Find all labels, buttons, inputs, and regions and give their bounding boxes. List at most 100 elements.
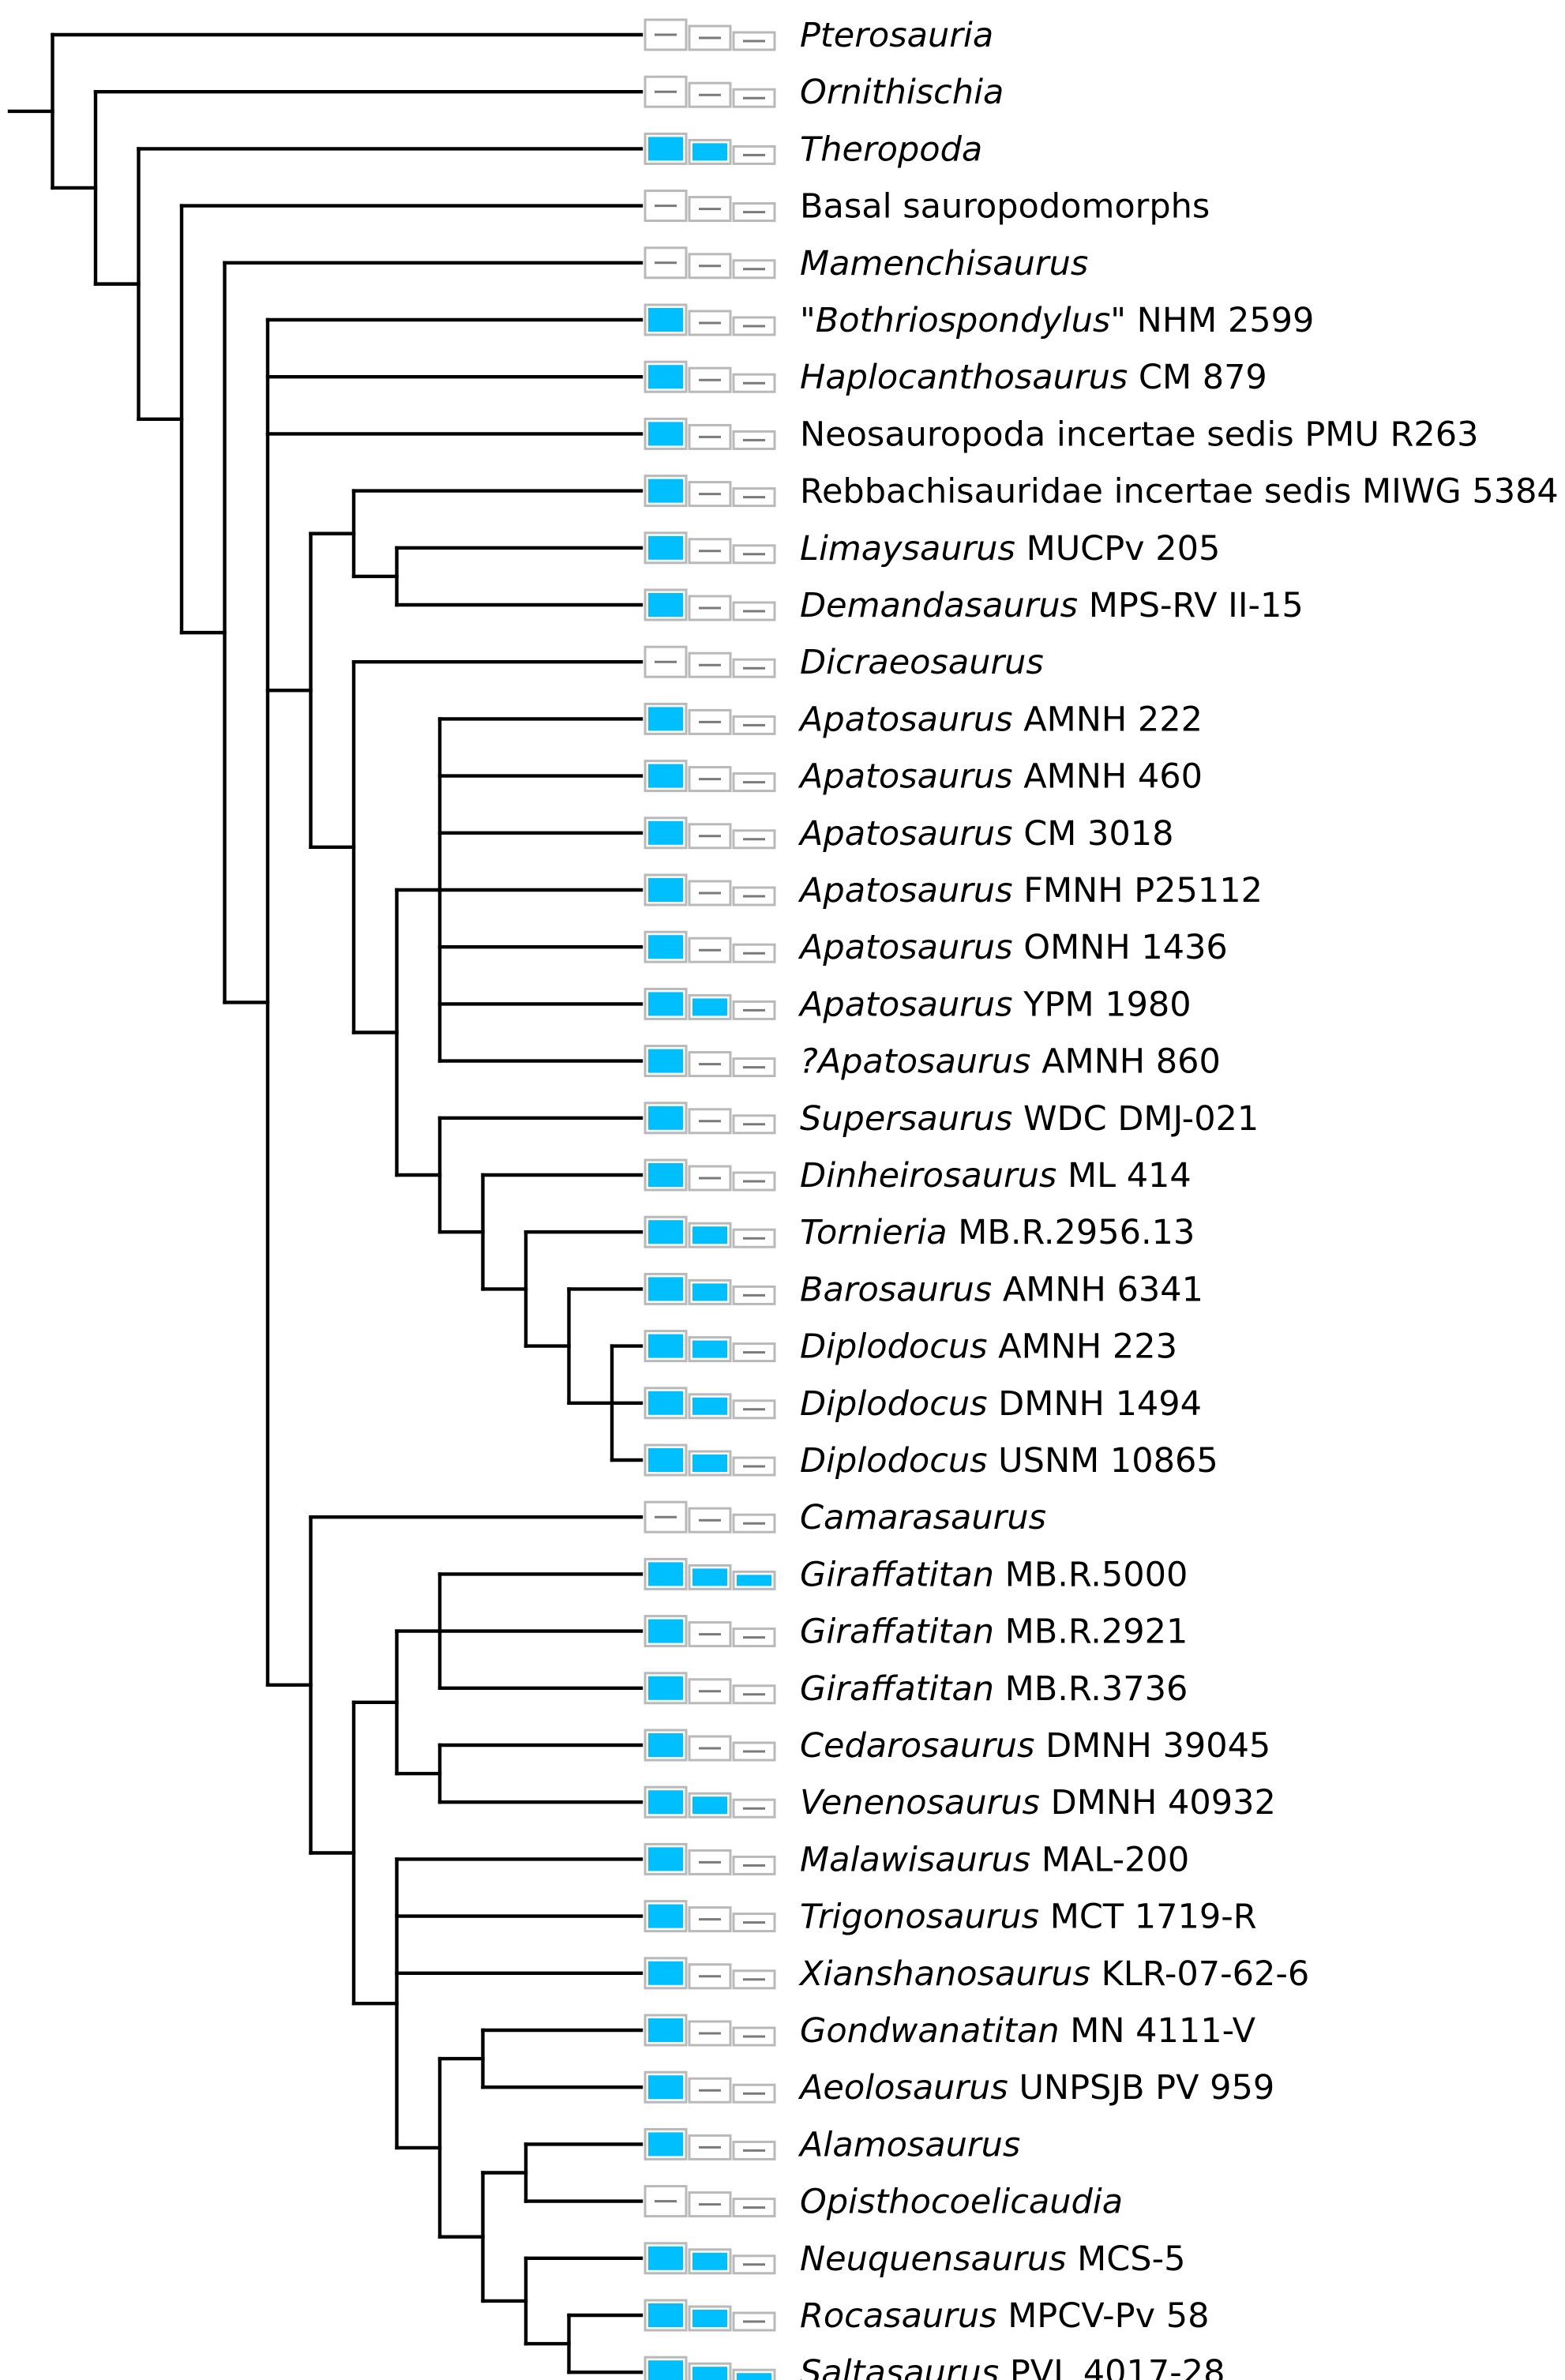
taxon-genus: Diplodocus <box>800 1384 988 1424</box>
taxon-genus: Ornithischia <box>800 73 1004 112</box>
state-box-2 <box>688 24 732 51</box>
taxon-specimen: AMNH 460 <box>1013 757 1203 797</box>
state-box-3 <box>732 1171 776 1192</box>
state-box-2 <box>688 1108 732 1135</box>
taxon-specimen: FMNH P25112 <box>1013 871 1263 910</box>
taxon-specimen: MAL-200 <box>1030 1840 1189 1879</box>
taxon-genus: Apatosaurus <box>798 871 1013 910</box>
taxon-genus: Saltasaurus <box>800 2353 999 2380</box>
taxon-specimen: AMNH 6341 <box>992 1270 1203 1309</box>
taxon-label-trigonosaurus: Trigonosaurus MCT 1719-R <box>800 1898 1257 1937</box>
state-box-2 <box>688 2248 732 2275</box>
state-box-2 <box>688 993 732 1020</box>
state-box-3 <box>732 373 776 393</box>
state-box-2 <box>688 2362 732 2380</box>
taxon-label-alamosaurus: Alamosaurus <box>798 2125 1020 2164</box>
state-box-3 <box>732 1684 776 1705</box>
state-box-3 <box>732 1285 776 1305</box>
state-box-1 <box>644 246 688 280</box>
taxon-genus: Apatosaurus <box>798 928 1013 967</box>
taxon-genus: Apatosaurus <box>798 700 1013 739</box>
state-box-3 <box>732 487 776 508</box>
taxon-genus: Cedarosaurus <box>800 1726 1034 1766</box>
state-box-1 <box>644 1272 688 1305</box>
state-box-1 <box>644 1387 688 1420</box>
state-box-1 <box>644 1615 688 1648</box>
taxon-genus: Limaysaurus <box>800 529 1015 569</box>
state-box-3 <box>732 202 776 223</box>
state-box-3 <box>732 1513 776 1533</box>
taxon-genus: Theropoda <box>800 130 982 169</box>
state-box-1 <box>644 2356 688 2380</box>
taxon-specimen: KLR-07-62-6 <box>1090 1954 1309 1994</box>
taxon-genus: Tornieria <box>800 1213 948 1252</box>
taxon-label-aeolosaurus: Aeolosaurus UNPSJB PV 959 <box>798 2068 1274 2108</box>
state-box-2 <box>688 2305 732 2332</box>
taxon-specimen: MB.R.3736 <box>994 1669 1188 1709</box>
taxon-genus: Neuquensaurus <box>800 2239 1066 2279</box>
state-box-2 <box>688 651 732 678</box>
taxon-label-apatosaurus-omnh: Apatosaurus OMNH 1436 <box>798 928 1228 967</box>
taxon-label-xianshanosaurus: Xianshanosaurus KLR-07-62-6 <box>798 1954 1309 1994</box>
state-box-2 <box>688 1165 732 1192</box>
taxon-specimen: PVL 4017-28 <box>999 2353 1225 2380</box>
state-box-1 <box>644 475 688 508</box>
state-box-1 <box>644 1045 688 1078</box>
taxon-specimen: MN 4111-V <box>1060 2011 1256 2051</box>
state-box-2 <box>688 1278 732 1305</box>
taxon-label-giraffatitan-3736: Giraffatitan MB.R.3736 <box>800 1669 1188 1709</box>
taxon-label-apatosaurus-ypm: Apatosaurus YPM 1980 <box>798 985 1192 1024</box>
taxon-specimen: CM 3018 <box>1013 814 1174 854</box>
taxon-label-diplodocus-usnm: Diplodocus USNM 10865 <box>800 1441 1218 1481</box>
state-box-3 <box>732 2140 776 2160</box>
state-box-2 <box>688 423 732 450</box>
state-box-2 <box>688 366 732 393</box>
taxon-label-q-apatosaurus-amnh860: ?Apatosaurus AMNH 860 <box>800 1042 1221 1082</box>
taxon-specimen: OMNH 1436 <box>1013 928 1228 967</box>
state-box-3 <box>732 1228 776 1248</box>
taxon-label-opisthocoelicaudia: Opisthocoelicaudia <box>800 2183 1123 2222</box>
state-box-1 <box>644 531 688 565</box>
state-box-3 <box>732 772 776 793</box>
state-box-2 <box>688 708 732 735</box>
state-box-3 <box>732 31 776 51</box>
taxon-genus: Xianshanosaurus <box>798 1954 1090 1994</box>
state-box-2 <box>688 1792 732 1819</box>
state-box-2 <box>688 1849 732 1875</box>
state-box-1 <box>644 2070 688 2104</box>
taxon-genus: Demandasaurus <box>800 586 1078 625</box>
state-box-1 <box>644 760 688 793</box>
state-box-2 <box>688 253 732 280</box>
taxon-genus: Dicraeosaurus <box>800 643 1044 682</box>
taxon-genus: Supersaurus <box>800 1099 1012 1139</box>
state-box-2 <box>688 1678 732 1705</box>
taxon-specimen: MCT 1719-R <box>1039 1898 1257 1937</box>
taxon-label-camarasaurus: Camarasaurus <box>800 1498 1046 1537</box>
taxon-label-apatosaurus-amnh460: Apatosaurus AMNH 460 <box>798 757 1203 797</box>
state-box-2 <box>688 1564 732 1590</box>
taxon-genus: Gondwanatitan <box>800 2011 1060 2051</box>
state-box-2 <box>688 1450 732 1477</box>
taxon-genus: Apatosaurus <box>798 985 1013 1024</box>
state-box-2 <box>688 2191 732 2218</box>
state-box-3 <box>732 1570 776 1590</box>
state-box-1 <box>644 1443 688 1477</box>
state-box-1 <box>644 1842 688 1875</box>
taxon-label-demandasaurus: Demandasaurus MPS-RV II-15 <box>800 586 1304 625</box>
state-box-2 <box>688 138 732 165</box>
taxon-genus: Barosaurus <box>800 1270 992 1309</box>
taxon-genus: Giraffatitan <box>800 1612 994 1652</box>
state-box-3 <box>732 2368 776 2380</box>
taxon-specimen: MB.R.2921 <box>994 1612 1188 1652</box>
taxon-label-pterosauria: Pterosauria <box>800 16 993 55</box>
state-box-3 <box>732 145 776 165</box>
taxon-genus: Camarasaurus <box>800 1498 1046 1537</box>
state-box-3 <box>732 1057 776 1078</box>
state-box-1 <box>644 190 688 223</box>
taxon-label-mamenchisaurus: Mamenchisaurus <box>800 244 1088 283</box>
state-box-1 <box>644 2242 688 2275</box>
state-box-1 <box>644 930 688 963</box>
state-box-1 <box>644 1557 688 1590</box>
taxon-specimen: DMNH 40932 <box>1040 1783 1276 1823</box>
